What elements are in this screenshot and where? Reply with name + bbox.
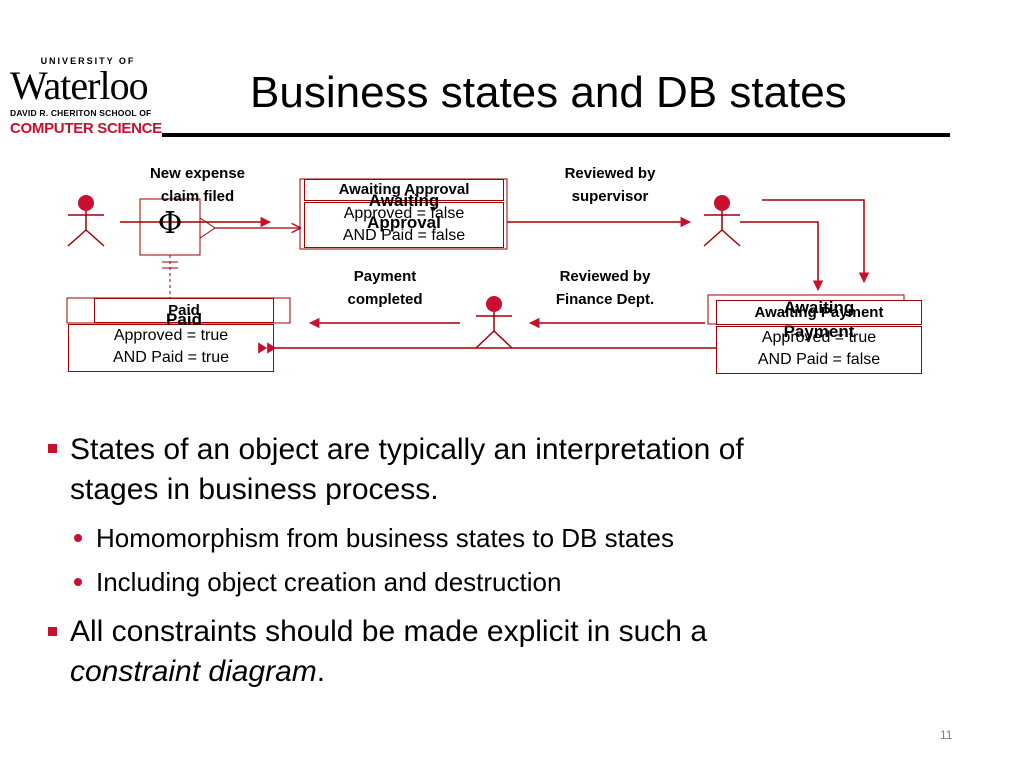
actor-finance-icon [475,296,513,349]
state-awaiting-payment-header: Awaiting Payment [716,300,922,325]
state-awaiting-approval-overlay: Awaiting Approval [367,191,441,232]
state-awaiting-payment-overlay: Awaiting Payment [783,298,855,341]
bullet-dot-icon [74,534,82,542]
diagram-canvas [66,178,905,354]
page-number: 11 [940,728,953,742]
actor-claimant-icon [67,195,105,247]
state-paid-overlay: Paid [166,310,202,329]
logo-university-of: UNIVERSITY OF [40,56,136,66]
logo-school: DAVID R. CHERITON SCHOOL OF [10,108,152,118]
bullet-dot-icon [74,578,82,586]
arrow-supervisor-to-awaiting-payment [740,221,824,292]
logo-computer-science: COMPUTER SCIENCE [10,120,162,137]
state-awaiting-payment-conditions: Approved = true AND Paid = false [716,326,922,374]
label-reviewed-supervisor: Reviewed by supervisor [564,165,656,205]
state-awaiting-approval-header: Awaiting Approval [304,179,504,201]
label-payment-completed: Payment completed [347,268,423,308]
state-paid-conditions: Approved = true AND Paid = true [68,324,274,372]
bullet-2: All constraints should be made explicit … [70,615,708,688]
title-underline [162,133,950,137]
bullet-1: States of an object are typically an int… [70,433,744,506]
actor-supervisor-icon [703,195,741,247]
state-awaiting-approval-conditions: Approved = false AND Paid = false [304,202,504,248]
slide-title: Business states and DB states [250,68,847,117]
bullet-square-icon [48,444,57,453]
bullet-square-icon [48,627,57,636]
label-reviewed-finance: Reviewed by Finance Dept. [555,268,655,308]
label-new-claim: New expense claim filed [149,165,246,205]
sub-bullet-1: Homomorphism from business states to DB … [96,523,674,553]
state-paid-header: Paid [94,298,274,323]
logo-waterloo: Waterloo [10,63,149,108]
phi-symbol: Φ [157,206,183,241]
sub-bullet-2: Including object creation and destructio… [96,567,562,597]
